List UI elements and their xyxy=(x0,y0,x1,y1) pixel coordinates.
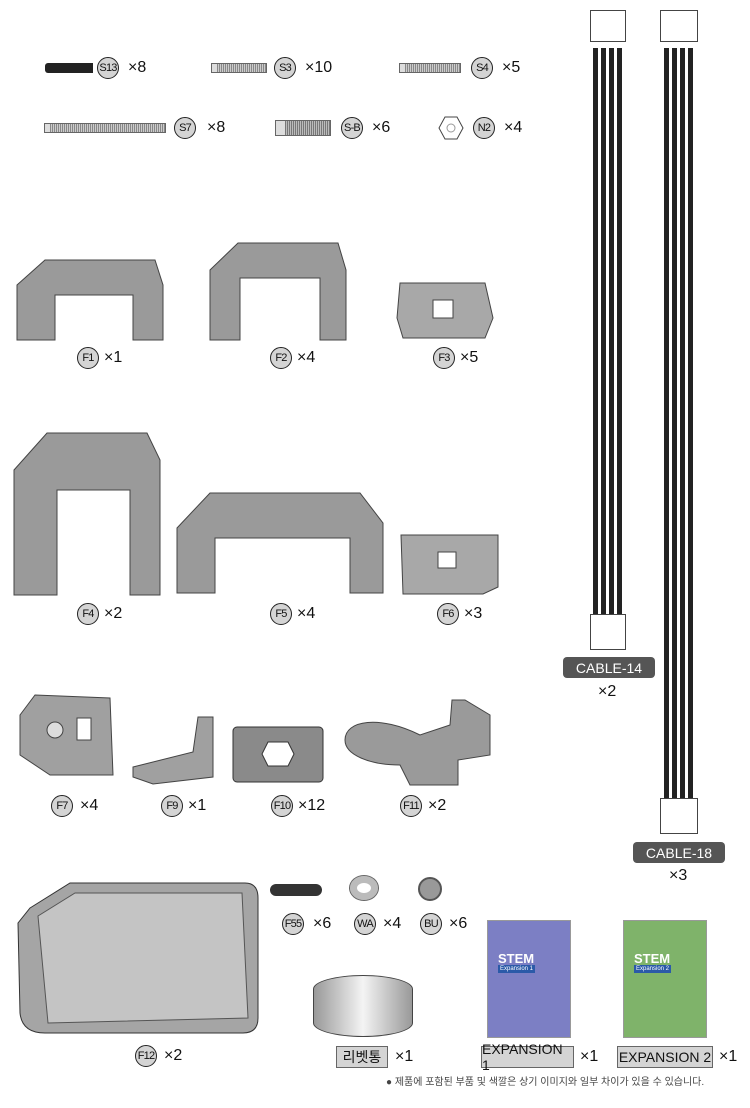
screw-s4 xyxy=(399,63,461,73)
part-badge: N2 xyxy=(473,117,495,139)
part-badge: WA xyxy=(354,913,376,935)
part-badge: F1 xyxy=(77,347,99,369)
part-qty: ×2 xyxy=(164,1047,183,1064)
frame-f6 xyxy=(400,534,499,595)
part-qty: ×5 xyxy=(502,59,521,76)
frame-f1 xyxy=(16,259,164,341)
part-badge: F7 xyxy=(51,795,73,817)
part-badge: F10 xyxy=(271,795,293,817)
part-qty: ×4 xyxy=(504,119,523,136)
cable-qty: ×2 xyxy=(598,683,617,700)
part-qty: ×4 xyxy=(297,349,316,366)
disclaimer-note: ● 제품에 포함된 부품 및 색깔은 상기 이미지와 일부 차이가 있을 수 있… xyxy=(386,1077,705,1088)
part-qty: ×6 xyxy=(372,119,391,136)
part-badge: F9 xyxy=(161,795,183,817)
part-badge: F4 xyxy=(77,603,99,625)
part-qty: ×6 xyxy=(313,915,332,932)
part-badge: S-B xyxy=(341,117,363,139)
part-qty: ×12 xyxy=(298,797,326,814)
part-badge: S7 xyxy=(174,117,196,139)
screw-s3 xyxy=(211,63,267,73)
part-badge: BU xyxy=(420,913,442,935)
part-badge: S13 xyxy=(97,57,119,79)
frame-f2 xyxy=(209,242,347,341)
screw-s13 xyxy=(45,63,93,73)
part-qty: ×4 xyxy=(383,915,402,932)
frame-f9 xyxy=(132,716,214,785)
base-plate-f12 xyxy=(17,882,259,1034)
part-qty: ×1 xyxy=(188,797,207,814)
cable-18-label: CABLE-18 xyxy=(633,842,725,863)
frame-f5 xyxy=(176,492,384,594)
part-badge: F11 xyxy=(400,795,422,817)
part-qty: ×4 xyxy=(297,605,316,622)
part-qty: ×8 xyxy=(207,119,226,136)
book-title: STEM xyxy=(634,951,671,966)
expansion-2-label: EXPANSION 2 xyxy=(617,1046,713,1068)
book-subtitle: Expansion 2 xyxy=(634,965,672,973)
part-qty: ×5 xyxy=(460,349,479,366)
part-qty: ×1 xyxy=(580,1048,599,1065)
part-badge: F2 xyxy=(270,347,292,369)
part-qty: ×2 xyxy=(428,797,447,814)
part-badge: S3 xyxy=(274,57,296,79)
cable-18 xyxy=(658,10,700,835)
part-qty: ×1 xyxy=(104,349,123,366)
frame-f3 xyxy=(396,282,494,339)
screw-sb xyxy=(275,120,331,136)
rivet-container-label: 리벳통 xyxy=(336,1046,388,1068)
bushing-bu xyxy=(418,877,442,901)
book-title: STEM xyxy=(498,951,535,966)
part-qty: ×4 xyxy=(80,797,99,814)
part-badge: F12 xyxy=(135,1045,157,1067)
part-qty: ×2 xyxy=(104,605,123,622)
frame-f4 xyxy=(13,432,161,596)
part-qty: ×8 xyxy=(128,59,147,76)
frame-f10 xyxy=(232,726,324,783)
nut-icon xyxy=(438,116,464,140)
frame-f11 xyxy=(344,699,491,786)
part-qty: ×10 xyxy=(305,59,333,76)
part-badge: F5 xyxy=(270,603,292,625)
washer-wa xyxy=(349,875,379,901)
part-qty: ×1 xyxy=(395,1048,414,1065)
frame-f7 xyxy=(19,694,114,776)
part-badge: F6 xyxy=(437,603,459,625)
expansion-1-label: EXPANSION 1 xyxy=(481,1041,574,1073)
rivet-container xyxy=(313,975,413,1037)
part-badge: F55 xyxy=(282,913,304,935)
part-qty: ×6 xyxy=(449,915,468,932)
cable-qty: ×3 xyxy=(669,867,688,884)
part-badge: S4 xyxy=(471,57,493,79)
cable-14 xyxy=(588,10,628,650)
part-qty: ×1 xyxy=(719,1048,738,1065)
part-qty: ×3 xyxy=(464,605,483,622)
cable-14-label: CABLE-14 xyxy=(563,657,655,678)
link-f55 xyxy=(270,884,322,896)
part-badge: F3 xyxy=(433,347,455,369)
book-subtitle: Expansion 1 xyxy=(498,965,536,973)
screw-s7 xyxy=(44,123,166,133)
